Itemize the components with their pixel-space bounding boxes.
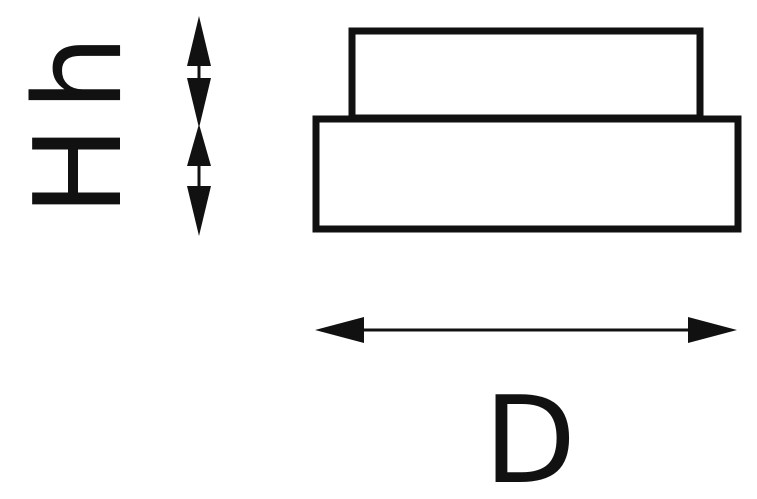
object-outline	[312, 27, 742, 233]
vertical-labels: h H	[10, 35, 149, 216]
D-arrow-right	[688, 317, 737, 343]
vertical-dimension-arrows	[187, 16, 211, 236]
top-block	[348, 27, 704, 122]
D-arrow-left	[315, 317, 364, 343]
label-H: H	[10, 126, 149, 216]
label-h: h	[10, 35, 149, 111]
label-D: D	[484, 372, 576, 499]
h-arrow-top	[187, 16, 211, 66]
horizontal-dimension-arrow	[315, 317, 737, 343]
bottom-block	[312, 115, 742, 233]
H-arrow-bottom	[187, 186, 211, 236]
H-arrow-top	[187, 124, 211, 166]
h-arrow-bottom	[187, 78, 211, 128]
